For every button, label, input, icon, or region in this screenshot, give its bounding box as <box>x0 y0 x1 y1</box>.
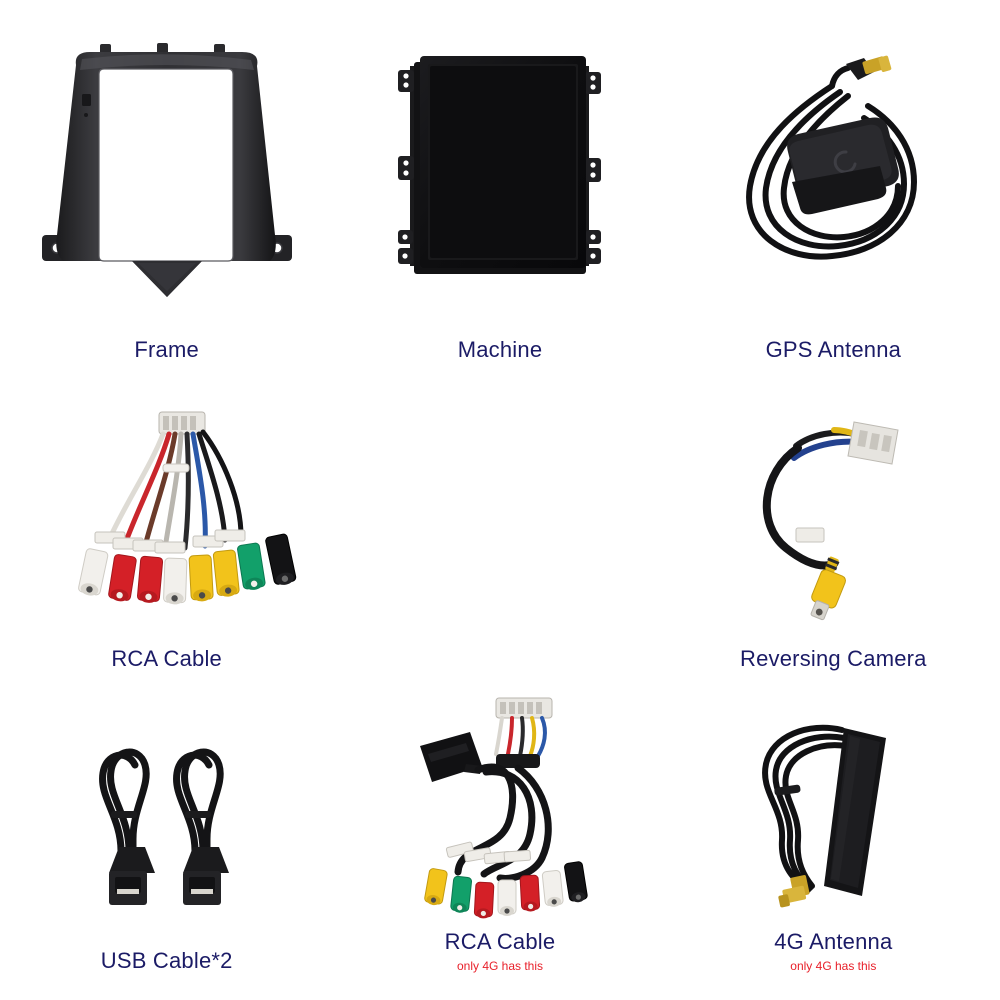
reversing-camera-image <box>667 385 1000 646</box>
product-item-rca-cable[interactable]: RCA Cable <box>0 385 333 690</box>
gps-antenna-image <box>667 0 1000 337</box>
frame-caption: Frame <box>0 337 333 363</box>
item-label: Reversing Camera <box>740 646 927 671</box>
usb-cable-icon <box>98 748 229 905</box>
product-item-gps-antenna[interactable]: GPS Antenna <box>667 0 1000 385</box>
rca-jacks-4g <box>424 861 588 919</box>
product-item-empty <box>333 385 666 690</box>
reversing-camera-caption: Reversing Camera <box>667 646 1000 672</box>
4g-antenna-image <box>667 690 1000 929</box>
empty-slot <box>333 385 666 672</box>
item-label: RCA Cable <box>444 929 556 954</box>
cable-tie-1 <box>110 811 137 818</box>
sma-connector-icon <box>846 55 892 80</box>
product-item-rca-cable-4g[interactable]: RCA Cable only 4G has this <box>333 690 666 1000</box>
item-note: only 4G has this <box>790 959 877 973</box>
camera-connector <box>847 420 899 465</box>
cable-module-box <box>419 732 482 782</box>
product-item-frame[interactable]: Frame <box>0 0 333 385</box>
antenna-panel <box>824 727 887 896</box>
rca-harness-4g-icon <box>419 697 588 919</box>
item-label: GPS Antenna <box>765 337 902 362</box>
machine-caption: Machine <box>333 337 666 363</box>
4g-antenna-icon <box>762 724 887 907</box>
gps-puck <box>787 117 900 215</box>
item-label: Machine <box>457 337 543 362</box>
item-label: USB Cable*2 <box>100 948 233 973</box>
rca-harness-icon <box>78 411 297 605</box>
product-item-reversing-camera[interactable]: Reversing Camera <box>667 385 1000 690</box>
rca-cable-4g-image <box>333 690 666 929</box>
cable-tie-2 <box>184 811 211 818</box>
product-item-usb-cable[interactable]: USB Cable*2 <box>0 690 333 1000</box>
product-item-machine[interactable]: Machine <box>333 0 666 385</box>
harness-plug <box>158 411 206 435</box>
rca-cable-caption: RCA Cable <box>0 646 333 672</box>
gps-antenna-caption: GPS Antenna <box>667 337 1000 363</box>
rca-cable-4g-caption: RCA Cable only 4G has this <box>333 929 666 974</box>
usb-head-1 <box>108 847 155 905</box>
4g-antenna-caption: 4G Antenna only 4G has this <box>667 929 1000 974</box>
usb-head-2 <box>182 847 229 905</box>
sma-connector-icon <box>778 874 810 907</box>
item-label: RCA Cable <box>111 646 222 671</box>
item-label: 4G Antenna <box>774 929 893 954</box>
machine-image <box>333 0 666 337</box>
usb-cable-image <box>0 690 333 948</box>
item-note: only 4G has this <box>456 959 544 973</box>
reversing-camera-cable-icon <box>763 420 899 620</box>
frame-image <box>0 0 333 337</box>
harness-plug-4g <box>493 697 553 768</box>
item-label: Frame <box>134 337 199 362</box>
yellow-rca-jack <box>810 556 847 620</box>
usb-cable-caption: USB Cable*2 <box>0 948 333 974</box>
head-unit-icon <box>398 55 602 274</box>
gps-antenna-icon <box>746 55 918 260</box>
dash-frame-icon <box>41 42 292 297</box>
product-item-4g-antenna[interactable]: 4G Antenna only 4G has this <box>667 690 1000 1000</box>
rca-jacks <box>78 533 297 605</box>
rca-cable-image <box>0 385 333 646</box>
